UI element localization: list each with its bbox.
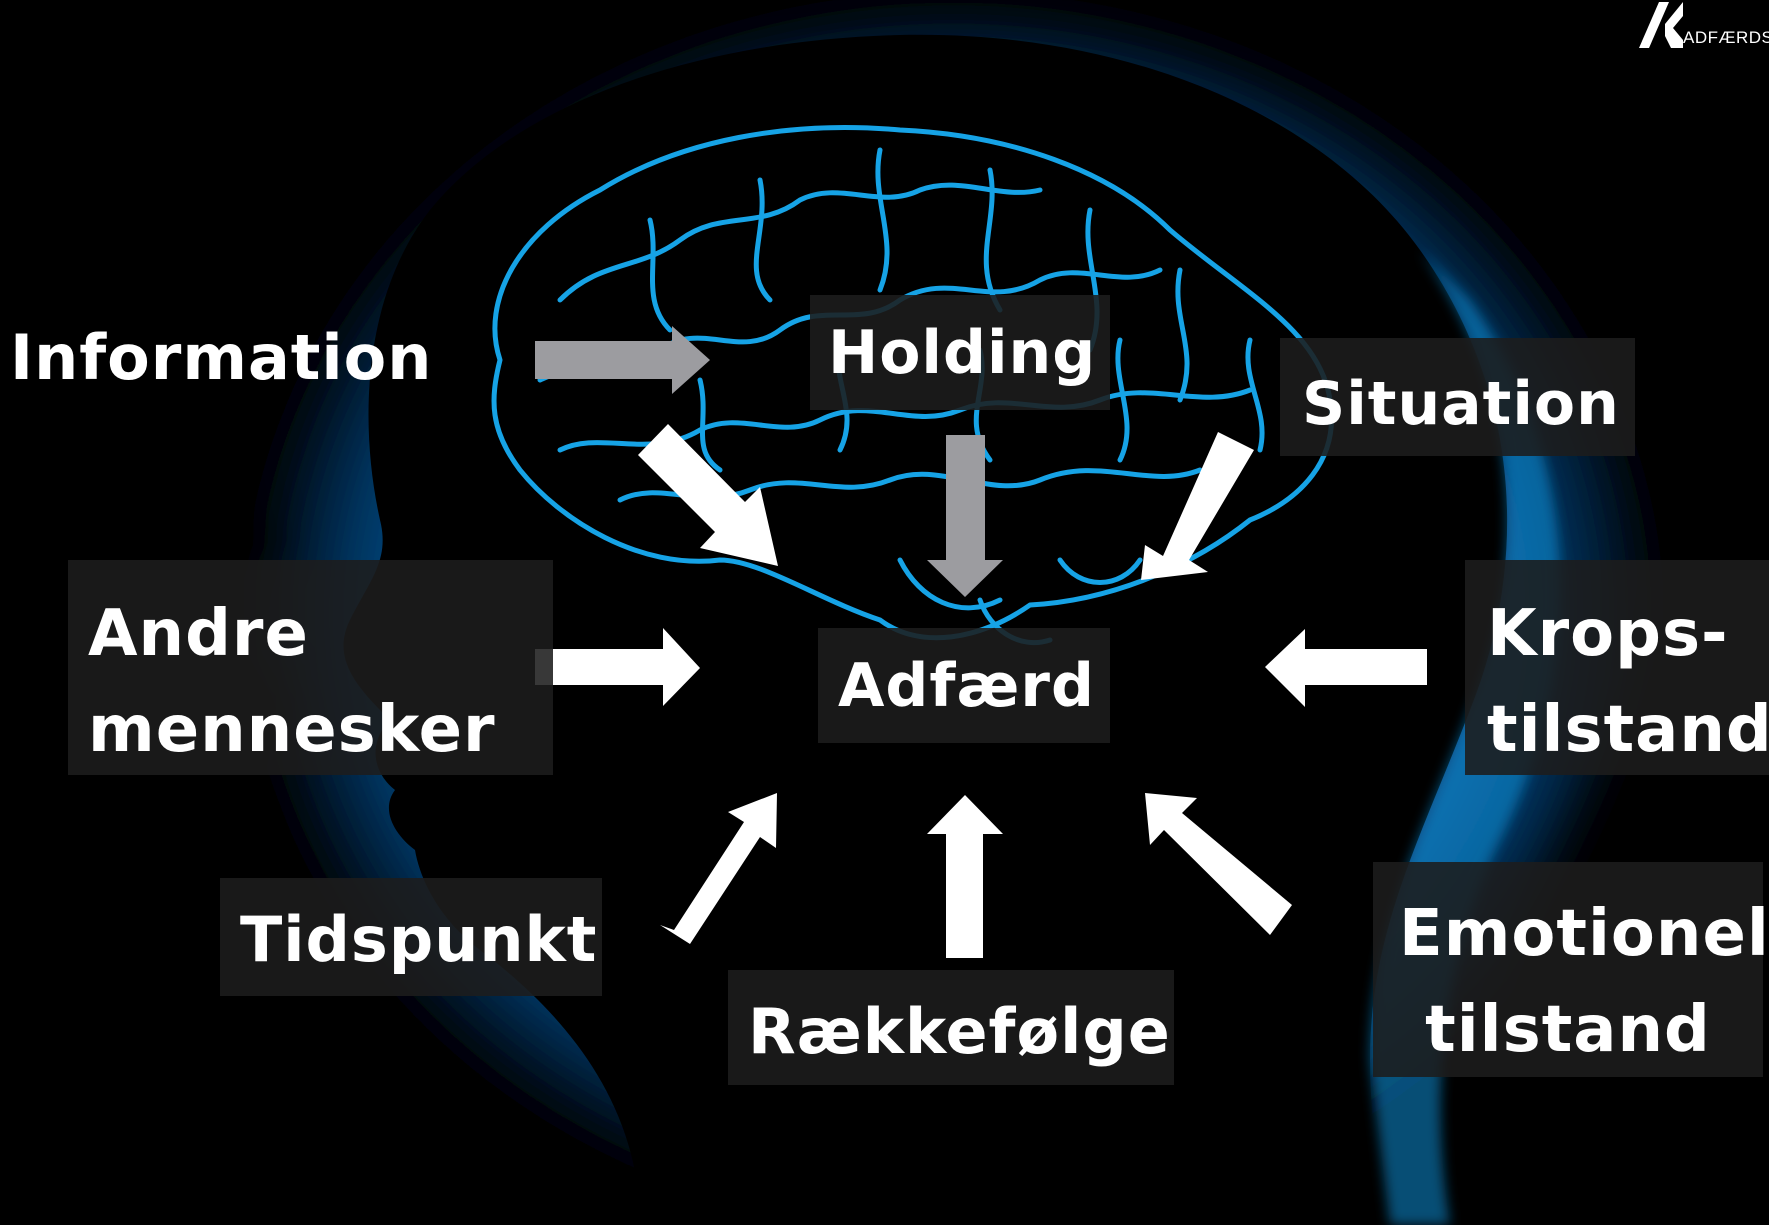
arrow-information-to-holding — [535, 326, 710, 394]
label-adfaerd-text: Adfærd — [838, 651, 1095, 721]
label-holding: Holding — [810, 295, 1110, 410]
logo-text: ADFÆRDSDE — [1683, 28, 1769, 47]
arrow-andre-to-adfaerd — [535, 628, 700, 706]
label-information: Information — [10, 320, 432, 396]
label-raekkefolge-text: Rækkefølge — [748, 995, 1171, 1068]
arrow-situation-to-adfaerd — [1141, 432, 1254, 580]
label-andre-line2: mennesker — [88, 693, 496, 767]
label-tidspunkt-text: Tidspunkt — [240, 903, 598, 976]
label-krops-tilstand: Krops- tilstand — [1465, 560, 1769, 775]
label-krops-line2: tilstand — [1487, 693, 1769, 767]
label-holding-text: Holding — [828, 318, 1097, 388]
arrow-diagonal-upper-left — [638, 424, 778, 566]
label-emotionel-line2: tilstand — [1425, 993, 1711, 1067]
arrow-emotionel-to-adfaerd — [1145, 793, 1292, 935]
label-emotionel-line1: Emotionel — [1399, 897, 1769, 971]
arrow-raekkefolge-to-adfaerd — [927, 795, 1003, 958]
arrows — [535, 326, 1427, 958]
label-adfaerd: Adfærd — [818, 628, 1110, 743]
label-raekkefolge: Rækkefølge — [728, 970, 1174, 1085]
label-situation: Situation — [1280, 338, 1635, 456]
arrow-krops-to-adfaerd — [1265, 629, 1427, 707]
label-situation-text: Situation — [1302, 369, 1620, 439]
label-tidspunkt: Tidspunkt — [220, 878, 602, 996]
label-emotionel-tilstand: Emotionel tilstand — [1373, 862, 1769, 1077]
logo: ADFÆRDSDE — [1629, 0, 1769, 55]
label-krops-line1: Krops- — [1487, 597, 1729, 671]
label-andre-line1: Andre — [88, 597, 309, 671]
arrow-holding-to-adfaerd — [927, 435, 1003, 597]
arrow-tidspunkt-to-adfaerd — [660, 793, 777, 944]
label-information-text: Information — [10, 321, 433, 394]
logo-mark-icon — [1639, 2, 1683, 48]
label-andre-mennesker: Andre mennesker — [68, 560, 553, 775]
